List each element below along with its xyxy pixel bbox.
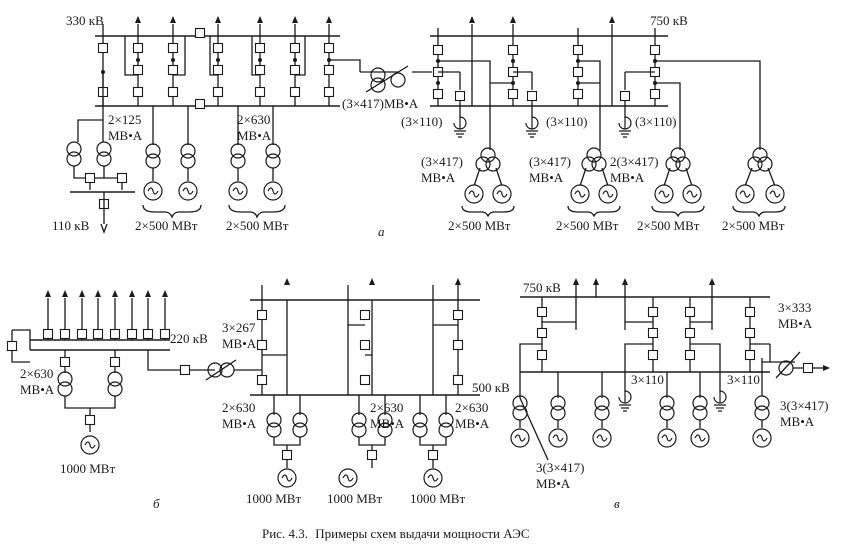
a-tr3-rating: (3×417) <box>421 154 463 169</box>
b-t2-unit-1: МВ•А <box>222 416 257 431</box>
a-tr5-unit: МВ•А <box>610 170 645 185</box>
a-tr4-unit: МВ•А <box>529 170 564 185</box>
b-t2-unit-2: МВ•А <box>370 416 405 431</box>
v-tr-right-rating: 3(3×417) <box>780 398 829 413</box>
scheme-v <box>510 278 830 461</box>
a-gen-label-3: 2×500 МВт <box>448 218 511 233</box>
a-tr4-rating: (3×417) <box>529 154 571 169</box>
scheme-b <box>6 278 480 488</box>
b-autotransformer-unit: МВ•А <box>222 336 257 351</box>
a-gen-label-4: 2×500 МВт <box>556 218 619 233</box>
b-autotransformer-rating: 3×267 <box>222 320 256 335</box>
a-tr3-unit: МВ•А <box>421 170 456 185</box>
b-gen-label-1: 1000 МВт <box>60 461 115 476</box>
b-t1-rating: 2×630 <box>20 366 53 381</box>
a-t1-rating: 2×125 <box>108 112 141 127</box>
b-t1-unit: МВ•А <box>20 382 55 397</box>
a-gen-label-1: 2×500 МВт <box>135 218 198 233</box>
b-bus-500-label: 500 кВ <box>472 380 510 395</box>
a-reactor-2-label: (3×110) <box>546 114 588 129</box>
a-reactor-1-label: (3×110) <box>401 114 443 129</box>
a-t2-rating: 2×630 <box>237 112 270 127</box>
figure-caption: Рис. 4.3. Примеры схем выдачи мощности А… <box>262 526 530 541</box>
b-t2-rating-1: 2×630 <box>222 400 255 415</box>
v-reactor-2-label: 3×110 <box>727 372 760 387</box>
a-bus-330-label: 330 кВ <box>66 13 104 28</box>
a-tr5-rating: 2(3×417) <box>610 154 659 169</box>
a-reactor-3-label: (3×110) <box>635 114 677 129</box>
a-gen-label-6: 2×500 МВт <box>722 218 785 233</box>
b-t2-rating-2: 2×630 <box>370 400 403 415</box>
a-autotransformer-label: (3×417)МВ•А <box>342 96 419 111</box>
a-bus-750-label: 750 кВ <box>650 13 688 28</box>
b-gen-label-2: 1000 МВт <box>246 491 301 506</box>
a-t2-unit: МВ•А <box>237 128 272 143</box>
a-scheme-letter: а <box>378 224 385 239</box>
b-gen-label-4: 1000 МВт <box>410 491 465 506</box>
v-tr-right-unit: МВ•А <box>780 414 815 429</box>
a-t1-unit: МВ•А <box>108 128 143 143</box>
a-gen-label-2: 2×500 МВт <box>226 218 289 233</box>
v-tr-left-rating: 3(3×417) <box>536 460 585 475</box>
v-reactor-1-label: 3×110 <box>631 372 664 387</box>
v-autotransformer-rating: 3×333 <box>778 300 811 315</box>
b-t2-unit-3: МВ•А <box>455 416 490 431</box>
a-bus-110-label: 110 кВ <box>52 218 90 233</box>
figure-caption-text: Примеры схем выдачи мощности АЭС <box>315 526 529 541</box>
v-bus-750-label: 750 кВ <box>523 280 561 295</box>
b-bus-220-label: 220 кВ <box>170 331 208 346</box>
v-scheme-letter: в <box>614 496 620 511</box>
b-gen-label-3: 1000 МВт <box>327 491 382 506</box>
b-scheme-letter: б <box>153 496 160 511</box>
v-tr-left-unit: МВ•А <box>536 476 571 491</box>
scheme-a <box>66 16 786 234</box>
v-autotransformer-unit: МВ•А <box>778 316 813 331</box>
a-gen-label-5: 2×500 МВт <box>637 218 700 233</box>
b-t2-rating-3: 2×630 <box>455 400 488 415</box>
figure-caption-prefix: Рис. 4.3. <box>262 526 308 541</box>
